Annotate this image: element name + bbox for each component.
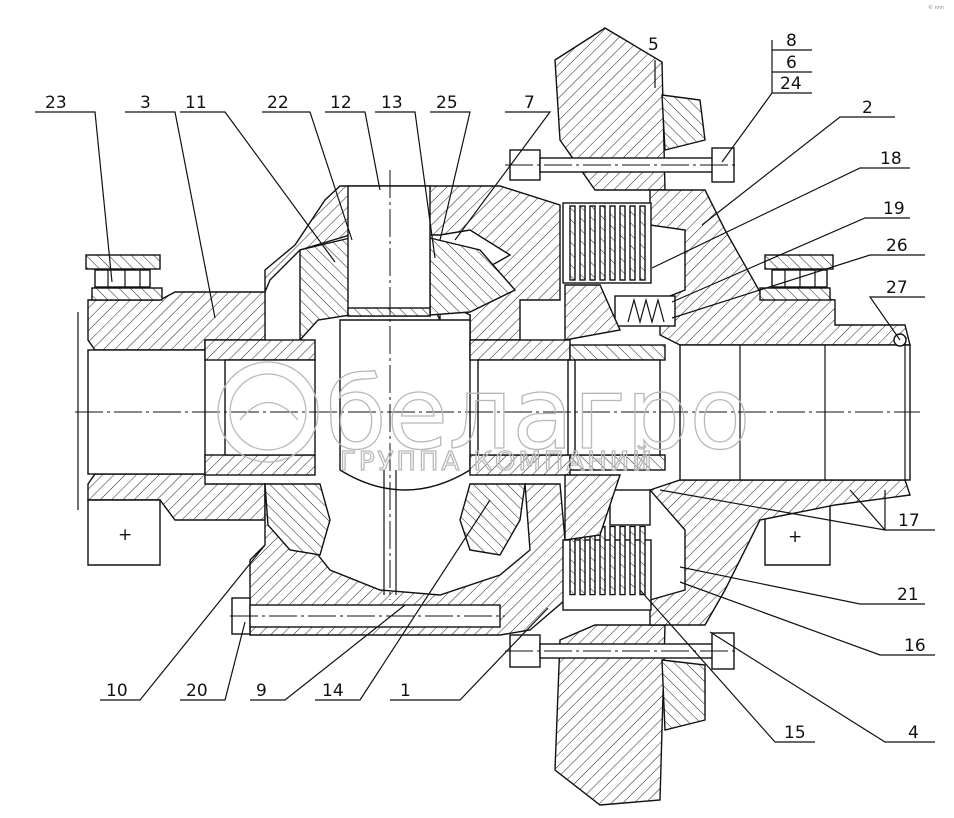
right-bearing: [759, 254, 834, 301]
callout-3: 3: [140, 93, 151, 113]
right-foot-mark: +: [788, 527, 802, 547]
callout-13: 13: [381, 93, 403, 113]
callout-10: 10: [106, 681, 128, 701]
pinion-pin-12: [339, 185, 471, 595]
callout-12: 12: [330, 93, 352, 113]
callout-leaders: [35, 40, 935, 743]
callout-9: 9: [256, 681, 267, 701]
callout-5: 5: [648, 35, 659, 55]
callout-15: 15: [784, 723, 806, 743]
left-bearing-23: [85, 254, 163, 301]
callout-17: 17: [898, 511, 920, 531]
callout-8: 8: [786, 31, 797, 51]
callout-1: 1: [400, 681, 411, 701]
callout-11: 11: [185, 93, 207, 113]
callout-25: 25: [436, 93, 458, 113]
callout-19: 19: [883, 199, 905, 219]
callout-22: 22: [267, 93, 289, 113]
callout-4: 4: [908, 723, 919, 743]
callout-7: 7: [524, 93, 535, 113]
callout-27: 27: [886, 278, 908, 298]
left-foot-mark: +: [118, 525, 132, 545]
callout-6: 6: [786, 53, 797, 73]
callout-23: 23: [45, 93, 67, 113]
callout-2: 2: [862, 98, 873, 118]
corner-mark: © nnn: [928, 4, 944, 11]
callout-14: 14: [322, 681, 344, 701]
callout-21: 21: [897, 585, 919, 605]
callout-labels: 23 3 11 22 12 13 25 7 5 8 6 24 2 18 19 2…: [45, 31, 926, 743]
clutch-packs: [562, 202, 676, 611]
watermark-subtitle: ГРУППА КОМПАНИЙ: [340, 445, 655, 477]
center-shaft: [204, 339, 666, 476]
bevel-gears: [264, 237, 526, 556]
watermark-logo: белагро ГРУППА КОМПАНИЙ: [217, 354, 751, 478]
callout-20: 20: [186, 681, 208, 701]
callout-24: 24: [780, 74, 802, 94]
callout-16: 16: [904, 636, 926, 656]
callout-18: 18: [880, 149, 902, 169]
callout-26: 26: [886, 236, 908, 256]
watermark-brand: белагро: [325, 355, 751, 472]
crown-gear-5: [554, 27, 706, 806]
